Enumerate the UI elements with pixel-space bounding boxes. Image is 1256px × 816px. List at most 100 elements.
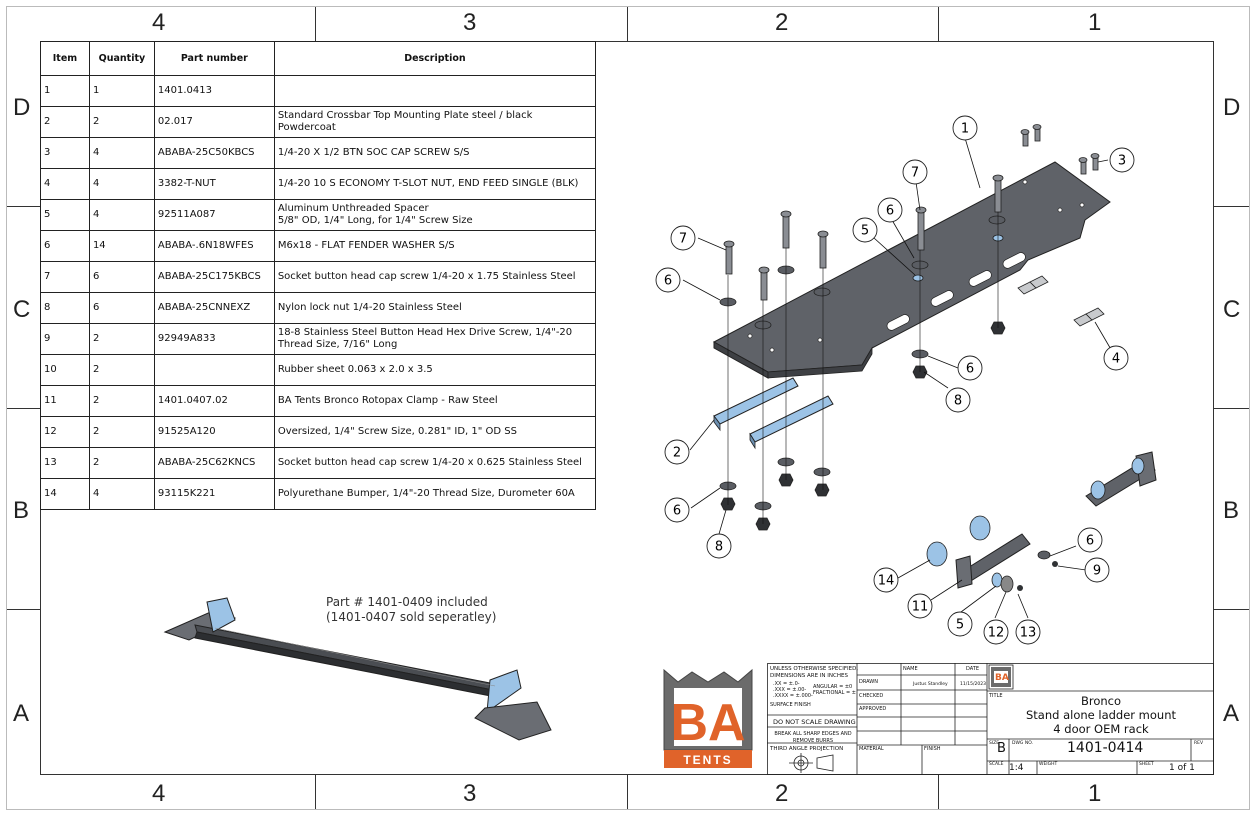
bom-cell-description: M6x18 - FLAT FENDER WASHER S/S bbox=[273, 230, 597, 262]
zone-row-right-d: D bbox=[1223, 94, 1241, 121]
bom-cell-description: 18-8 Stainless Steel Button Head Hex Dri… bbox=[273, 323, 597, 355]
tb-drawn-label: DRAWN bbox=[859, 679, 878, 685]
callout-6: 6 bbox=[877, 197, 903, 223]
bom-cell-quantity: 4 bbox=[88, 199, 155, 231]
bom-cell-description: Socket button head cap screw 1/4-20 x 1.… bbox=[273, 261, 597, 293]
bom-cell-part-number: ABABA-.6N18WFES bbox=[153, 230, 275, 262]
title-block-grid bbox=[767, 663, 1214, 775]
callout-7: 7 bbox=[902, 159, 928, 185]
bom-cell-item: 11 bbox=[40, 385, 90, 417]
zone-col-bottom-4: 1 bbox=[1088, 780, 1102, 807]
assembly-lines bbox=[727, 212, 999, 524]
zone-row-left-a: A bbox=[13, 700, 30, 727]
tb-size-value: B bbox=[997, 741, 1006, 756]
zone-row-left-b: B bbox=[13, 497, 30, 524]
bom-cell-description: BA Tents Bronco Rotopax Clamp - Raw Stee… bbox=[273, 385, 597, 417]
zone-col-bottom-2: 3 bbox=[463, 780, 477, 807]
callout-label: 4 bbox=[1112, 352, 1120, 367]
ladder-mount-bar-view bbox=[163, 597, 552, 741]
callout-11: 11 bbox=[907, 593, 933, 619]
logo-letters: BA bbox=[670, 694, 745, 752]
zone-row-left-d: D bbox=[13, 94, 31, 121]
bom-cell-part-number: 92511A087 bbox=[153, 199, 275, 231]
tb-name-label: NAME bbox=[903, 666, 918, 672]
callout-label: 3 bbox=[1118, 154, 1126, 169]
bom-cell-part-number: 91525A120 bbox=[153, 416, 275, 448]
tb-finish-label: FINISH bbox=[924, 746, 941, 752]
ba-tents-logo: BA TENTS bbox=[663, 668, 753, 768]
tb-checked-label: CHECKED bbox=[859, 693, 884, 699]
callout-4: 4 bbox=[1103, 345, 1129, 371]
bom-cell-description: 1/4-20 X 1/2 BTN SOC CAP SCREW S/S bbox=[273, 137, 597, 169]
bom-header-item: Item bbox=[40, 41, 90, 76]
bom-cell-quantity: 6 bbox=[88, 261, 155, 293]
tb-small-logo: BA bbox=[995, 673, 1009, 683]
callout-label: 2 bbox=[673, 446, 681, 461]
included-part-note: Part # 1401-0409 included (1401-0407 sol… bbox=[326, 595, 497, 624]
callout-label: 7 bbox=[911, 166, 919, 181]
tb-unless-specified: UNLESS OTHERWISE SPECIFIED, DIMENSIONS A… bbox=[770, 666, 859, 679]
callout-1: 1 bbox=[952, 115, 978, 141]
zone-row-left-c: C bbox=[13, 296, 31, 323]
tb-do-not-scale: DO NOT SCALE DRAWING bbox=[773, 718, 856, 726]
callout-label: 13 bbox=[1020, 626, 1037, 641]
bom-cell-item: 13 bbox=[40, 447, 90, 479]
bom-cell-quantity: 2 bbox=[88, 447, 155, 479]
bom-cell-quantity: 2 bbox=[88, 106, 155, 138]
zone-col-bottom-1: 4 bbox=[152, 780, 166, 807]
mounting-plate bbox=[712, 161, 1111, 379]
fender-washers bbox=[719, 215, 1006, 511]
callout-3: 3 bbox=[1109, 147, 1135, 173]
callout-label: 9 bbox=[1093, 564, 1101, 579]
callout-5: 5 bbox=[852, 217, 878, 243]
callout-label: 5 bbox=[861, 224, 869, 239]
bom-cell-description: 1/4-20 10 S ECONOMY T-SLOT NUT, END FEED… bbox=[273, 168, 597, 200]
zone-row-right-a: A bbox=[1223, 700, 1240, 727]
callout-label: 6 bbox=[664, 274, 672, 289]
bom-cell-item: 3 bbox=[40, 137, 90, 169]
bom-cell-part-number: 93115K221 bbox=[153, 478, 275, 510]
callout-label: 1 bbox=[961, 122, 969, 137]
bom-cell-item: 6 bbox=[40, 230, 90, 262]
bom-cell-part-number: 3382-T-NUT bbox=[153, 168, 275, 200]
logo-subtitle: TENTS bbox=[683, 753, 732, 767]
bom-cell-item: 14 bbox=[40, 478, 90, 510]
callout-label: 6 bbox=[886, 204, 894, 219]
bom-cell-description: Aluminum Unthreaded Spacer 5/8" OD, 1/4"… bbox=[273, 199, 597, 231]
bom-cell-item: 2 bbox=[40, 106, 90, 138]
bom-cell-item: 12 bbox=[40, 416, 90, 448]
callout-label: 6 bbox=[966, 362, 974, 377]
bom-header-row: Item Quantity Part number Description bbox=[40, 41, 597, 76]
callout-leaders bbox=[682, 137, 1117, 619]
bom-cell-part-number: 1401.0413 bbox=[153, 75, 275, 107]
tb-surface-finish: SURFACE FINISH bbox=[770, 702, 811, 708]
bom-header-quantity: Quantity bbox=[88, 41, 155, 76]
zone-col-top-2: 3 bbox=[463, 9, 477, 36]
bom-cell-part-number bbox=[153, 354, 275, 386]
callout-8: 8 bbox=[945, 387, 971, 413]
crossbar-plates bbox=[713, 377, 834, 450]
callout-12: 12 bbox=[983, 619, 1009, 645]
zone-row-right-b: B bbox=[1223, 497, 1240, 524]
bom-header-part-number: Part number bbox=[153, 41, 275, 76]
rotopax-clamp-lower bbox=[926, 515, 1058, 593]
callout-13: 13 bbox=[1015, 619, 1041, 645]
bom-cell-quantity: 4 bbox=[88, 137, 155, 169]
tb-size-label: SIZE bbox=[989, 741, 1000, 746]
callout-label: 8 bbox=[954, 394, 962, 409]
tb-drawn-date: 11/15/2023 bbox=[960, 682, 986, 687]
zone-col-top-4: 1 bbox=[1088, 9, 1102, 36]
callout-2: 2 bbox=[664, 439, 690, 465]
bom-cell-item: 9 bbox=[40, 323, 90, 355]
projection-symbol-icon bbox=[789, 753, 834, 773]
callout-6: 6 bbox=[655, 267, 681, 293]
